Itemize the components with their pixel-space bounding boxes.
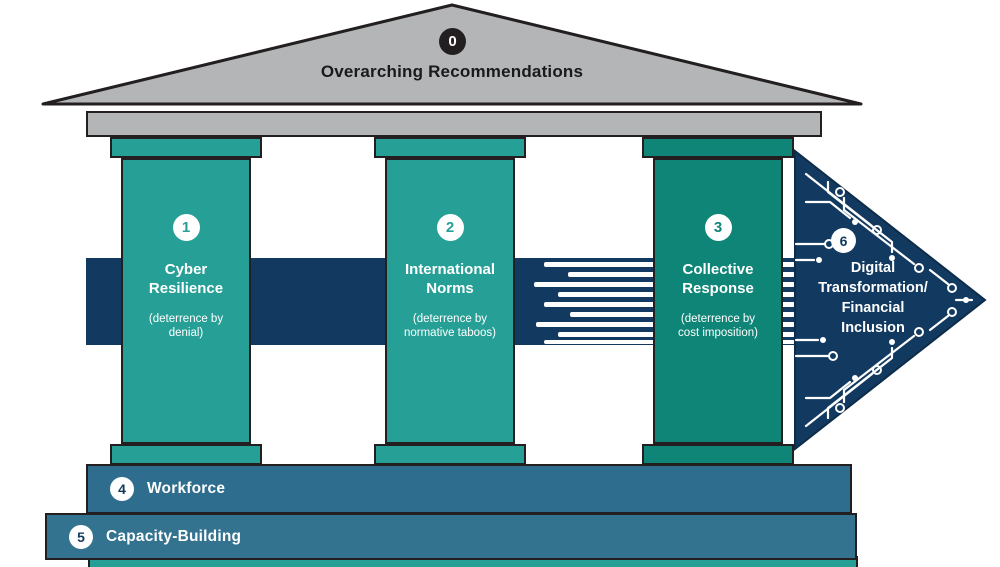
pillar-base [110,444,262,465]
arrow-shape [794,148,987,452]
pillar-international-norms: 2 International Norms (deterrence by nor… [374,137,526,465]
pillar-1-title: Cyber Resilience [148,261,224,297]
entablature-beam [86,111,822,137]
pillar-shaft: 3 Collective Response (deterrence by cos… [653,158,783,444]
pediment-title: Overarching Recommendations [320,62,584,81]
pillar-base [642,444,794,465]
step-5-badge: 5 [69,524,93,549]
pillar-shaft: 2 International Norms (deterrence by nor… [385,158,515,444]
pediment-badge: 0 [439,28,466,55]
pillar-shaft: 1 Cyber Resilience (deterrence by denial… [121,158,251,444]
pillar-1-badge: 1 [172,214,200,241]
step-5-label: Capacity-Building [106,527,242,545]
pillar-collective-response: 3 Collective Response (deterrence by cos… [642,137,794,465]
step-workforce: 4 Workforce [86,464,852,514]
pillar-3-badge: 3 [704,214,732,241]
pillar-base [374,444,526,465]
pillar-3-subtitle: (deterrence by cost imposition) [678,312,758,340]
pillar-capital [110,137,262,158]
step-4-label: Workforce [147,480,226,497]
pillar-2-subtitle: (deterrence by normative taboos) [403,312,497,340]
pillar-2-badge: 2 [436,214,464,241]
circuit-pattern [794,172,974,428]
pillar-cyber-resilience: 1 Cyber Resilience (deterrence by denial… [110,137,262,465]
arrow-badge: 6 [831,228,856,253]
pillar-1-subtitle: (deterrence by denial) [148,312,224,340]
pillar-2-title: International Norms [404,261,495,297]
digital-transformation-arrow [794,148,987,452]
pillar-3-title: Collective Response [682,261,754,297]
step-capacity-building: 5 Capacity-Building [45,513,857,560]
pillar-capital [642,137,794,158]
step-4-badge: 4 [110,477,134,501]
pillar-capital [374,137,526,158]
arrow-label: Digital Transformation/ Financial Inclus… [818,260,928,336]
